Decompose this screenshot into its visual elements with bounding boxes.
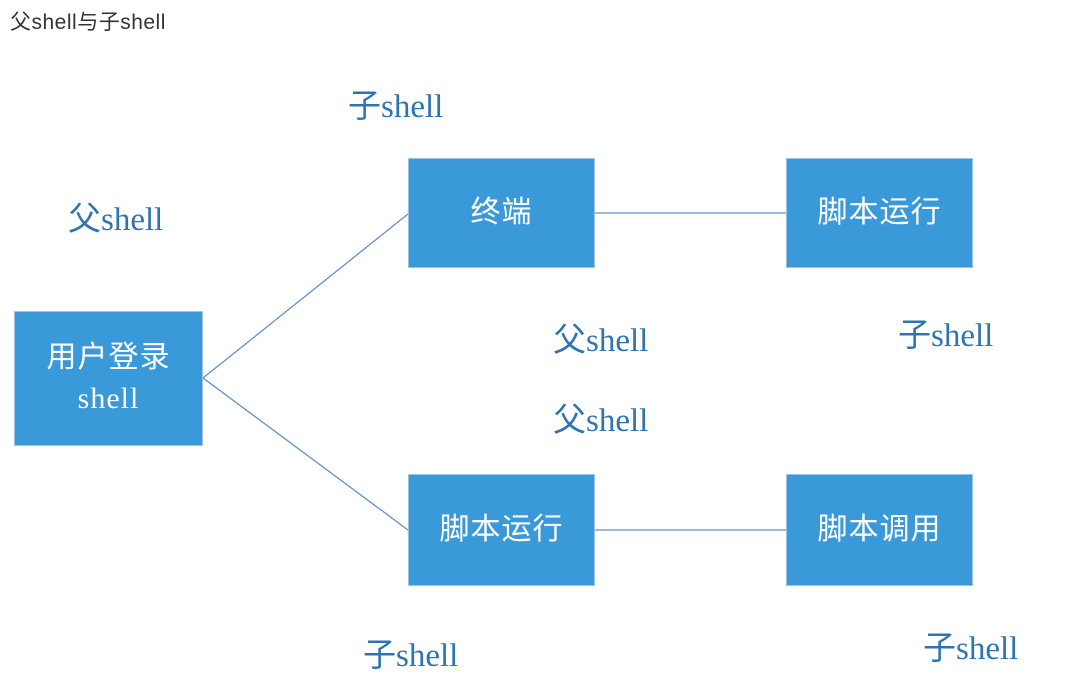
node-label-script-run-top-right: 脚本运行 [817,195,942,229]
node-label-script-call: 脚本调用 [817,512,942,546]
label-child-shell-right: 子shell [898,318,994,354]
label-parent-shell-left: 父shell [68,202,164,238]
node-user-login-shell[interactable]: 用户登录 shell [14,311,203,446]
label-child-shell-top: 子shell [348,89,444,125]
label-parent-shell-middle-lower: 父shell [553,403,649,439]
node-script-run-top-right[interactable]: 脚本运行 [786,158,973,268]
label-child-shell-bottom-right: 子shell [923,631,1019,667]
page-title: 父shell与子shell [10,11,166,34]
node-label-user-login-shell: 用户登录 shell [46,341,171,415]
node-terminal[interactable]: 终端 [408,158,595,268]
node-script-run-bottom[interactable]: 脚本运行 [408,474,595,586]
edge-login-to-script-run [202,377,409,531]
node-label-script-run-bottom: 脚本运行 [439,512,564,546]
node-script-call[interactable]: 脚本调用 [786,474,973,586]
label-parent-shell-middle-upper: 父shell [553,323,649,359]
node-label-terminal: 终端 [470,195,533,229]
edge-login-to-terminal [202,213,409,379]
label-child-shell-bottom-middle: 子shell [363,638,459,674]
